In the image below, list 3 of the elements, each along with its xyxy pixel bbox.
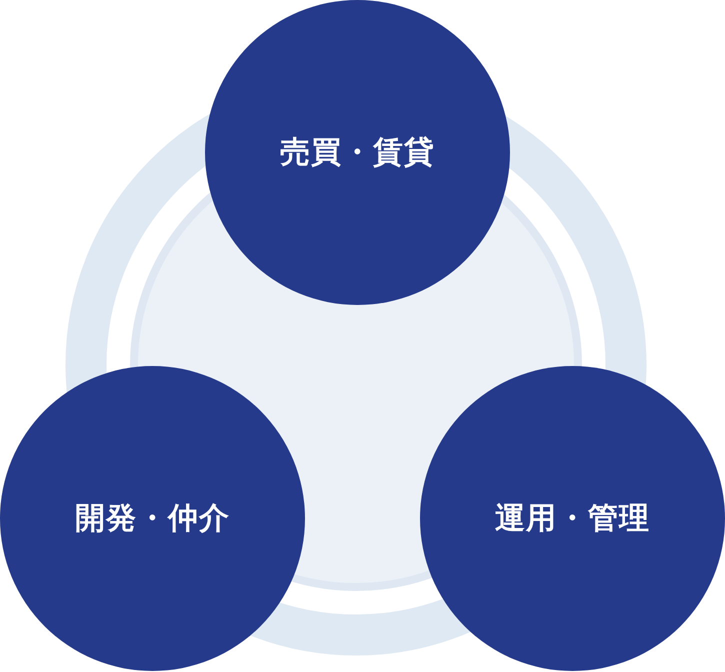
circle-label: 売買・賃貸 <box>280 134 435 170</box>
circle-label: 開発・仲介 <box>75 500 230 536</box>
circle-label: 運用・管理 <box>495 500 650 536</box>
